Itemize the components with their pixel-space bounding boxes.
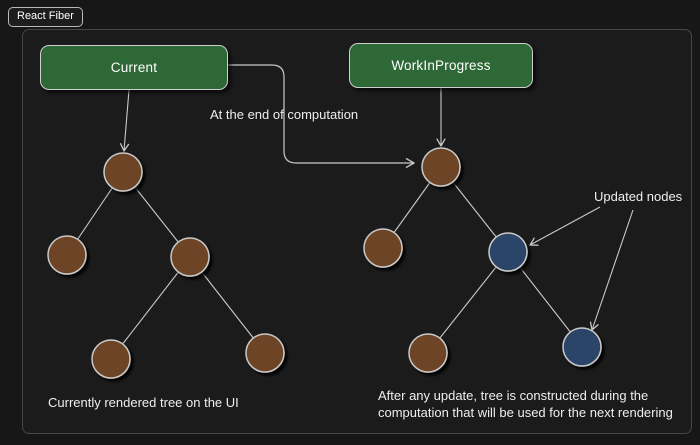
updated-nodes-label: Updated nodes: [594, 189, 683, 204]
workinprogress-box: WorkInProgress: [349, 43, 533, 88]
current-box: Current: [40, 45, 228, 90]
transition-annotation: At the end of computation: [210, 107, 359, 122]
react-fiber-chip: React Fiber: [8, 7, 83, 27]
current-box-label: Current: [110, 60, 158, 75]
caption-wip-tree: After any update, tree is constructed du…: [378, 387, 673, 421]
caption-wip-tree-line2: computation that will be used for the ne…: [378, 405, 673, 420]
workinprogress-box-label: WorkInProgress: [391, 58, 491, 73]
caption-current-tree: Currently rendered tree on the UI: [48, 395, 239, 410]
caption-wip-tree-line1: After any update, tree is constructed du…: [378, 388, 649, 403]
react-fiber-chip-label: React Fiber: [17, 10, 74, 22]
